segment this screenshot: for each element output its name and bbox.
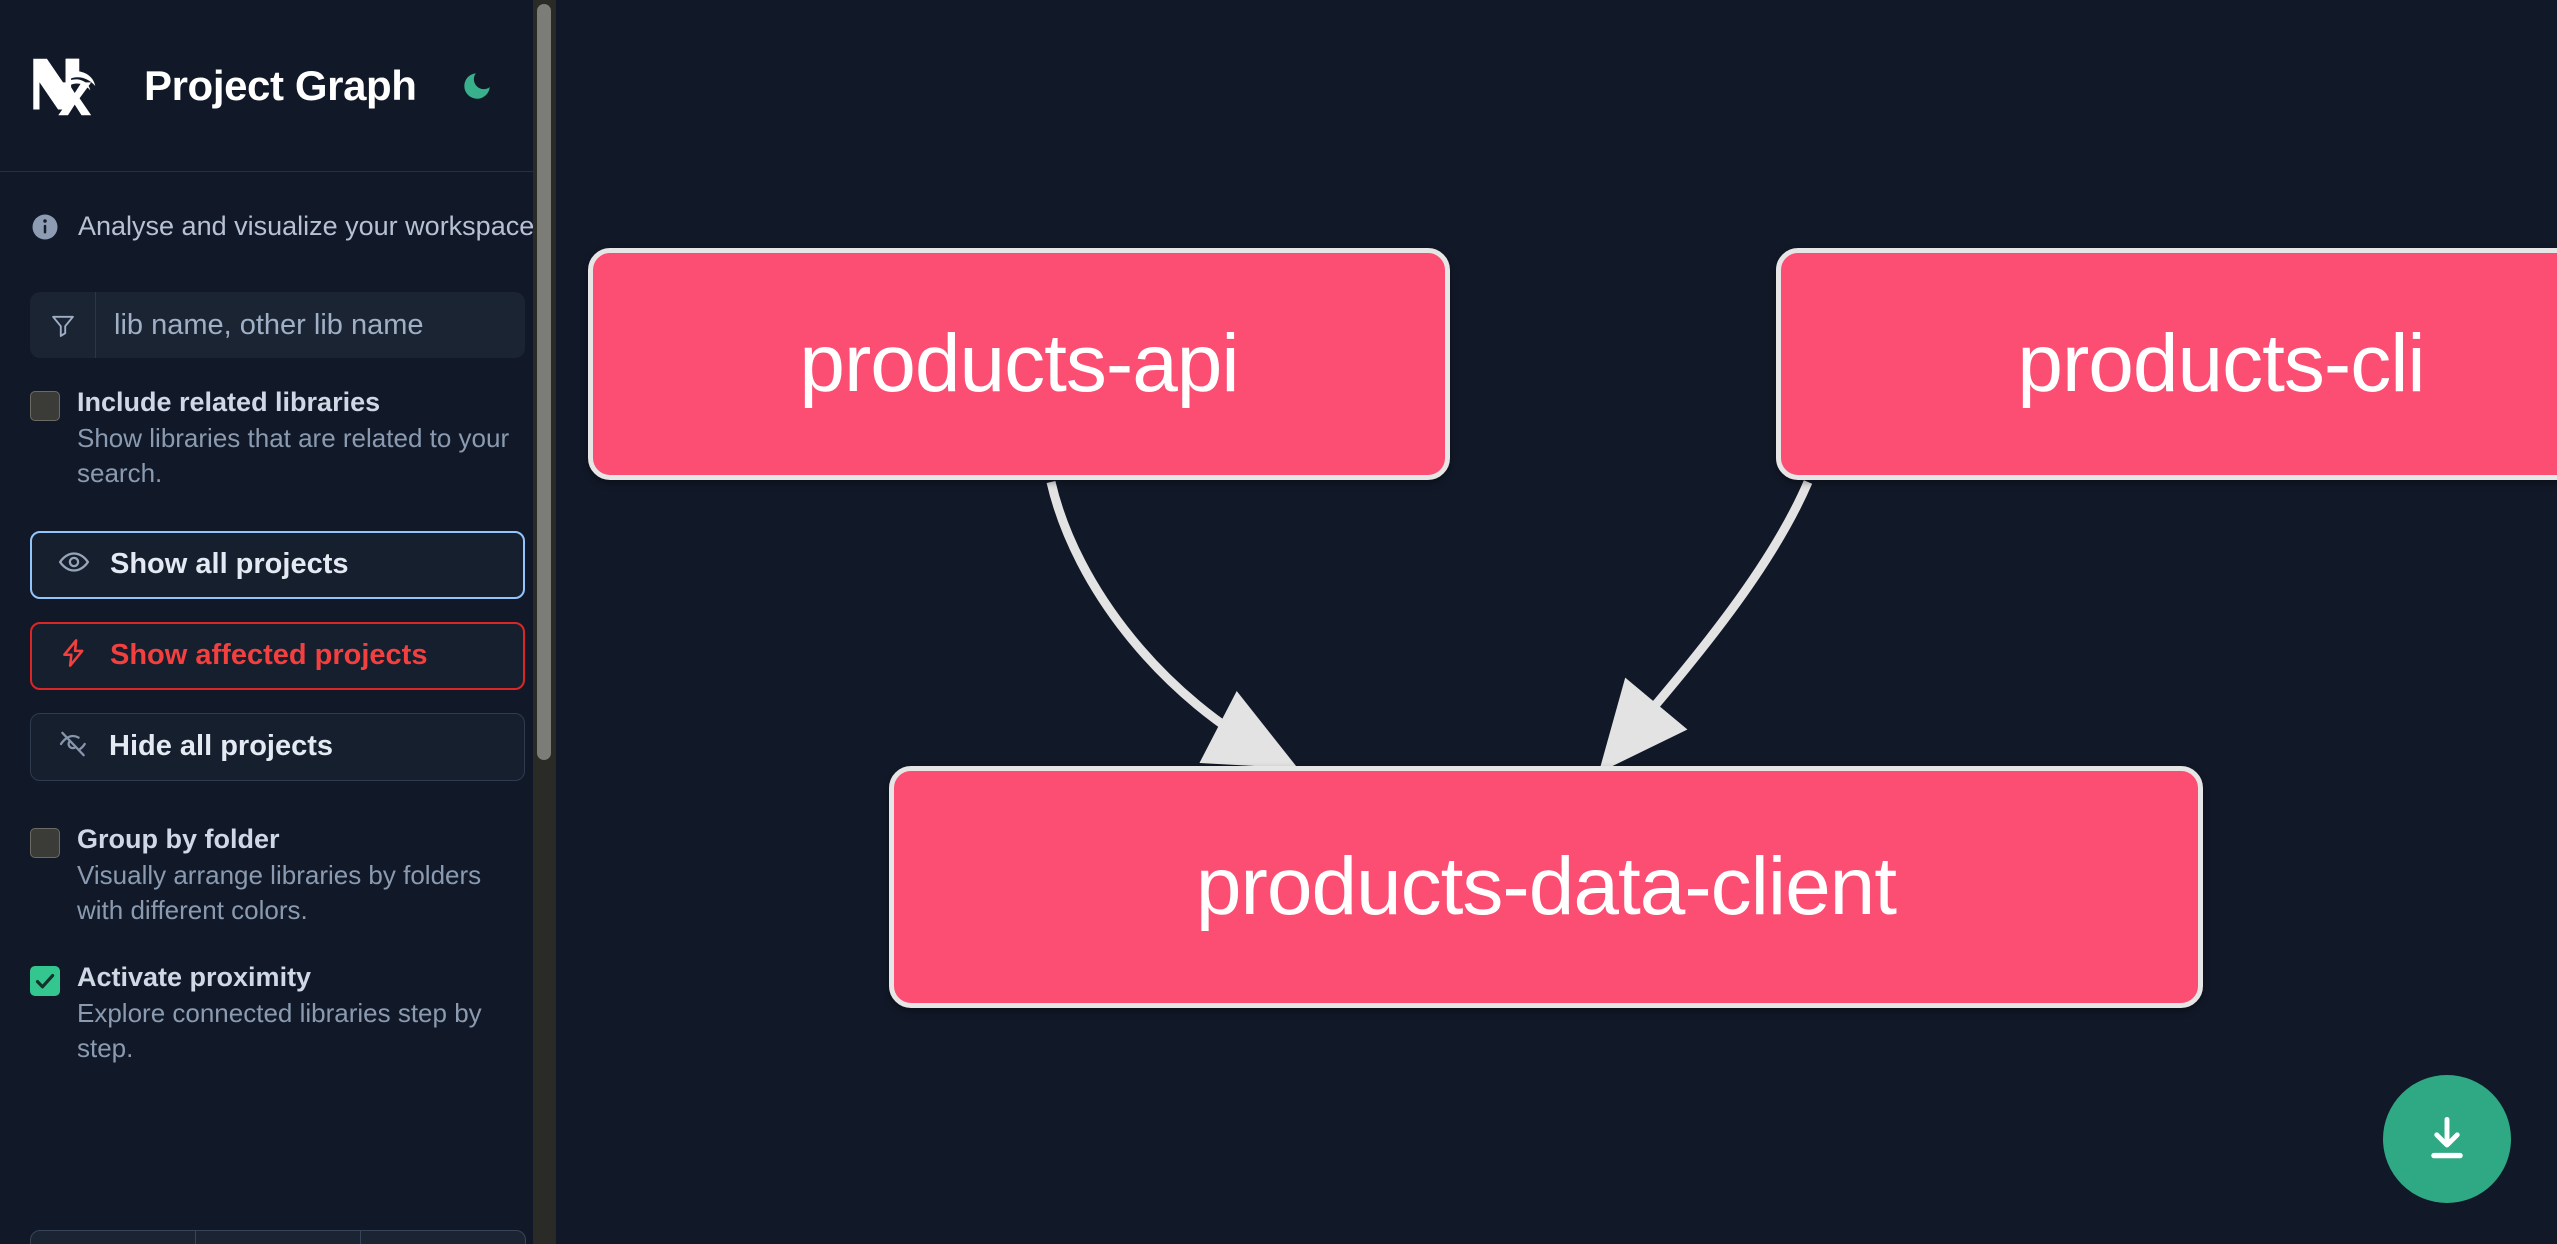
edge-products-api-to-products-data-client [1046, 480, 1298, 769]
node-label: products-data-client [1195, 841, 1897, 932]
sidebar: Project Graph Analyse and visualize your… [0, 0, 556, 1244]
segment-1[interactable] [31, 1231, 196, 1244]
graph-node-products-cli[interactable]: products-cli [1776, 248, 2557, 480]
analyse-row: Analyse and visualize your workspace. [30, 172, 542, 242]
show-affected-projects-button[interactable]: Show affected projects [30, 621, 525, 690]
action-button-group: Show all projects Show affected projects [30, 530, 525, 781]
download-icon [2431, 1116, 2463, 1159]
action-label: Hide all projects [109, 730, 334, 763]
option-description: Show libraries that are related to your … [77, 423, 510, 488]
segmented-control-partial[interactable] [30, 1230, 526, 1244]
node-label: products-cli [2017, 318, 2425, 409]
show-all-projects-button[interactable]: Show all projects [30, 530, 525, 599]
page-title: Project Graph [144, 61, 417, 109]
segment-2[interactable] [196, 1231, 361, 1244]
search-input[interactable] [96, 292, 525, 358]
download-graph-button[interactable] [2383, 1075, 2511, 1203]
eye-slash-icon [57, 728, 89, 765]
node-label: products-api [799, 318, 1239, 409]
moon-icon[interactable] [453, 62, 501, 110]
graph-node-products-api[interactable]: products-api [588, 248, 1450, 480]
analyse-description: Analyse and visualize your workspace. [78, 211, 542, 241]
segment-3[interactable] [361, 1231, 525, 1244]
option-activate-proximity[interactable]: Activate proximity Explore connected lib… [30, 963, 525, 1065]
option-label: Group by folder [77, 823, 280, 854]
search-filter-box[interactable] [30, 292, 525, 358]
graph-canvas[interactable]: products-api products-cli products-data-… [556, 0, 2557, 1244]
graph-node-products-data-client[interactable]: products-data-client [889, 766, 2203, 1008]
sidebar-header: Project Graph [0, 0, 555, 172]
edge-products-cli-to-products-data-client [1598, 480, 1813, 773]
checkbox-include-related-libraries[interactable] [30, 391, 60, 421]
action-label: Show all projects [110, 548, 349, 581]
lightning-icon [58, 637, 90, 674]
nx-logo-icon [30, 55, 106, 117]
checkbox-activate-proximity[interactable] [30, 965, 60, 996]
info-icon [30, 212, 60, 242]
option-label: Include related libraries [77, 387, 381, 417]
sidebar-scrollbar-track[interactable] [533, 0, 555, 1244]
action-label: Show affected projects [110, 639, 428, 672]
sidebar-scrollbar-thumb[interactable] [537, 4, 551, 760]
option-description: Explore connected libraries step by step… [77, 998, 482, 1063]
sidebar-body: Analyse and visualize your workspace. In… [0, 172, 555, 1065]
eye-icon [58, 546, 90, 583]
filter-icon [30, 292, 96, 358]
option-label: Activate proximity [77, 961, 312, 992]
option-group-by-folder[interactable]: Group by folder Visually arrange librari… [30, 825, 525, 927]
checkbox-group-by-folder[interactable] [30, 827, 60, 858]
graph-edges [1046, 480, 1813, 773]
option-include-related-libraries[interactable]: Include related libraries Show libraries… [30, 388, 525, 490]
option-description: Visually arrange libraries by folders wi… [77, 860, 482, 925]
hide-all-projects-button[interactable]: Hide all projects [30, 712, 525, 781]
